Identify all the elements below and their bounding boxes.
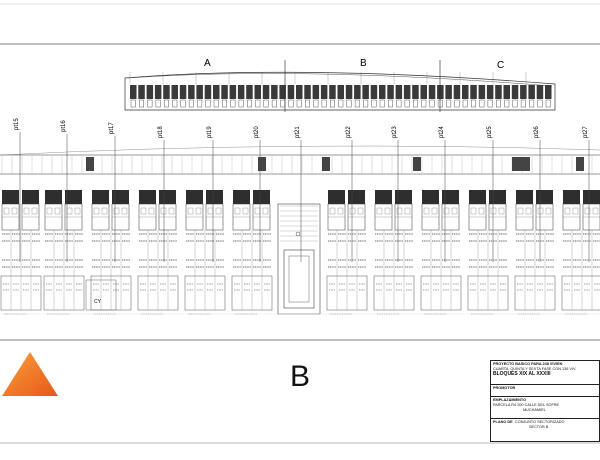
dwelling-block xyxy=(467,190,509,315)
tb-location-label: EMPLAZAMIENTO xyxy=(493,398,527,402)
section-letter: B xyxy=(290,360,311,393)
pillar-label: pt27 xyxy=(583,126,589,138)
pillar-label: pt24 xyxy=(439,126,445,138)
pillar-labels: pt15 pt16 pt17 pt18 pt19 pt20 pt21 pt22 pt23 pt24… xyxy=(0,118,600,315)
dwelling-block xyxy=(326,190,368,315)
tb-plan-label: PLANO DE xyxy=(493,420,513,424)
pillar-label: pt26 xyxy=(534,126,540,138)
title-block: PROYECTO BASICO PARA 248 VIVIEN CUARTA, … xyxy=(490,360,600,442)
dwelling-block xyxy=(184,190,226,315)
tb-plan-2: SECTOR B xyxy=(529,425,549,429)
pillar-label: pt19 xyxy=(207,126,213,138)
pillar-label: pt23 xyxy=(392,126,398,138)
tb-location-2: MUCHAMIEL xyxy=(523,408,546,412)
dwelling-block xyxy=(373,190,415,315)
pillar-label: pt22 xyxy=(346,126,352,138)
dwelling-block xyxy=(90,190,132,315)
key-plan-label-c: C xyxy=(497,60,504,71)
main-plan xyxy=(0,145,600,315)
dwelling-block xyxy=(514,190,556,315)
dwelling-block xyxy=(561,190,600,315)
orange-triangle-logo xyxy=(2,352,58,396)
cy-label: CY xyxy=(94,299,102,305)
pillar-label: pt18 xyxy=(158,126,164,138)
tb-blocks: BLOQUES XIX AL XXXIII xyxy=(493,371,551,377)
pillar-label: pt20 xyxy=(254,126,260,138)
tb-promoter-label: PROMOTOR xyxy=(493,386,516,390)
key-plan-label-a: A xyxy=(204,58,211,69)
tb-location-1: PARCELA R4 200 CALLE DEL SOFRE xyxy=(493,403,560,407)
dwelling-block xyxy=(0,190,42,315)
dwelling-block xyxy=(231,190,273,315)
key-plan xyxy=(124,60,556,112)
tb-plan-1: CONJUNTO SECTORIZADO xyxy=(515,420,565,424)
pillar-label: pt21 xyxy=(295,126,301,138)
key-plan-label-b: B xyxy=(360,58,367,69)
pillar-label: pt25 xyxy=(487,126,493,138)
dwelling-block xyxy=(43,190,85,315)
dwelling-block xyxy=(137,190,179,315)
pillar-label: pt15 xyxy=(14,118,20,130)
pillar-label: pt17 xyxy=(109,122,115,134)
pillar-label: pt16 xyxy=(61,120,67,132)
dwelling-block xyxy=(420,190,462,315)
tb-desc: CUARTA, QUINTA Y SEXTA FASE CON 136 VIV. xyxy=(493,367,577,371)
tb-project: PROYECTO BASICO PARA 248 VIVIEN xyxy=(493,362,563,366)
